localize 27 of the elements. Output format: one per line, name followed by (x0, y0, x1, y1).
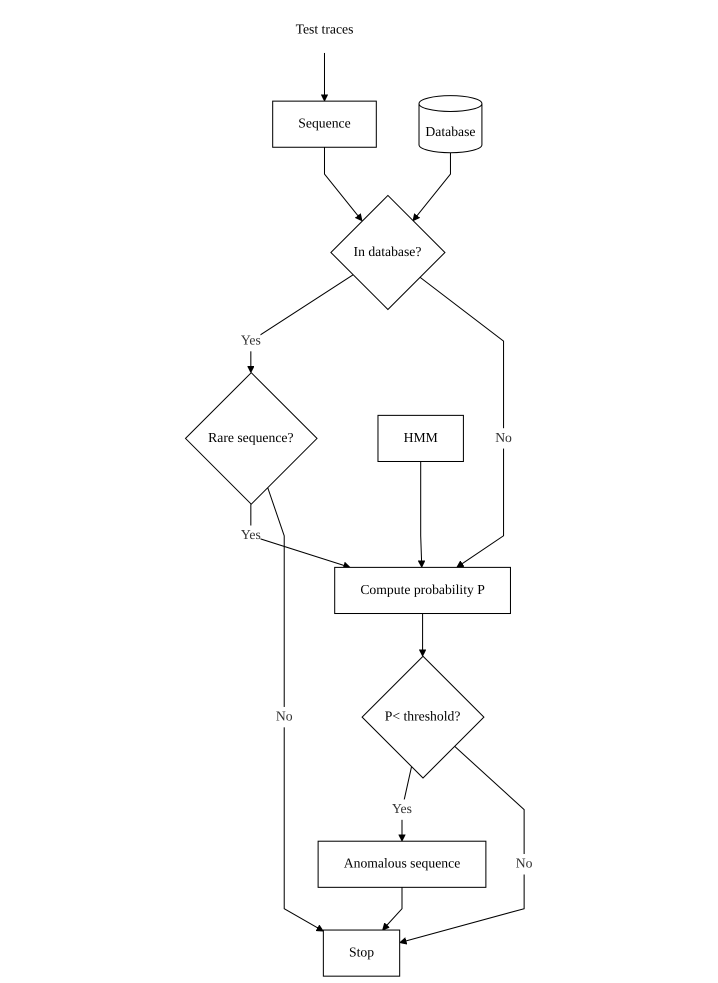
node-box: Anomalous sequence (318, 840, 486, 888)
arrow (418, 614, 426, 657)
arrow (412, 152, 451, 222)
arrow (382, 887, 403, 930)
arrow (247, 274, 354, 374)
node-diamond: In database? (330, 194, 446, 310)
node-diamond: Rare sequence? (184, 372, 318, 505)
arrow (250, 504, 350, 569)
edge-label: Yes (392, 802, 412, 816)
node-diamond: P< threshold? (361, 656, 485, 779)
edge-label: No (495, 430, 512, 446)
arrow (418, 462, 426, 568)
edge-label: Yes (240, 528, 261, 543)
node-box: Compute probability P (334, 566, 511, 614)
node-box: Stop (322, 930, 400, 977)
arrow (324, 147, 362, 222)
node-box: HMM (377, 414, 464, 462)
edge-label: No (276, 709, 293, 724)
edge-label: Yes (240, 333, 261, 348)
edge-label: No (516, 856, 532, 872)
arrow (398, 766, 412, 842)
arrow (267, 487, 324, 932)
node-text: Test traces (296, 22, 354, 37)
arrow (320, 52, 328, 102)
arrow (399, 746, 525, 945)
node-box: Sequence (272, 100, 377, 148)
arrow (420, 276, 504, 568)
